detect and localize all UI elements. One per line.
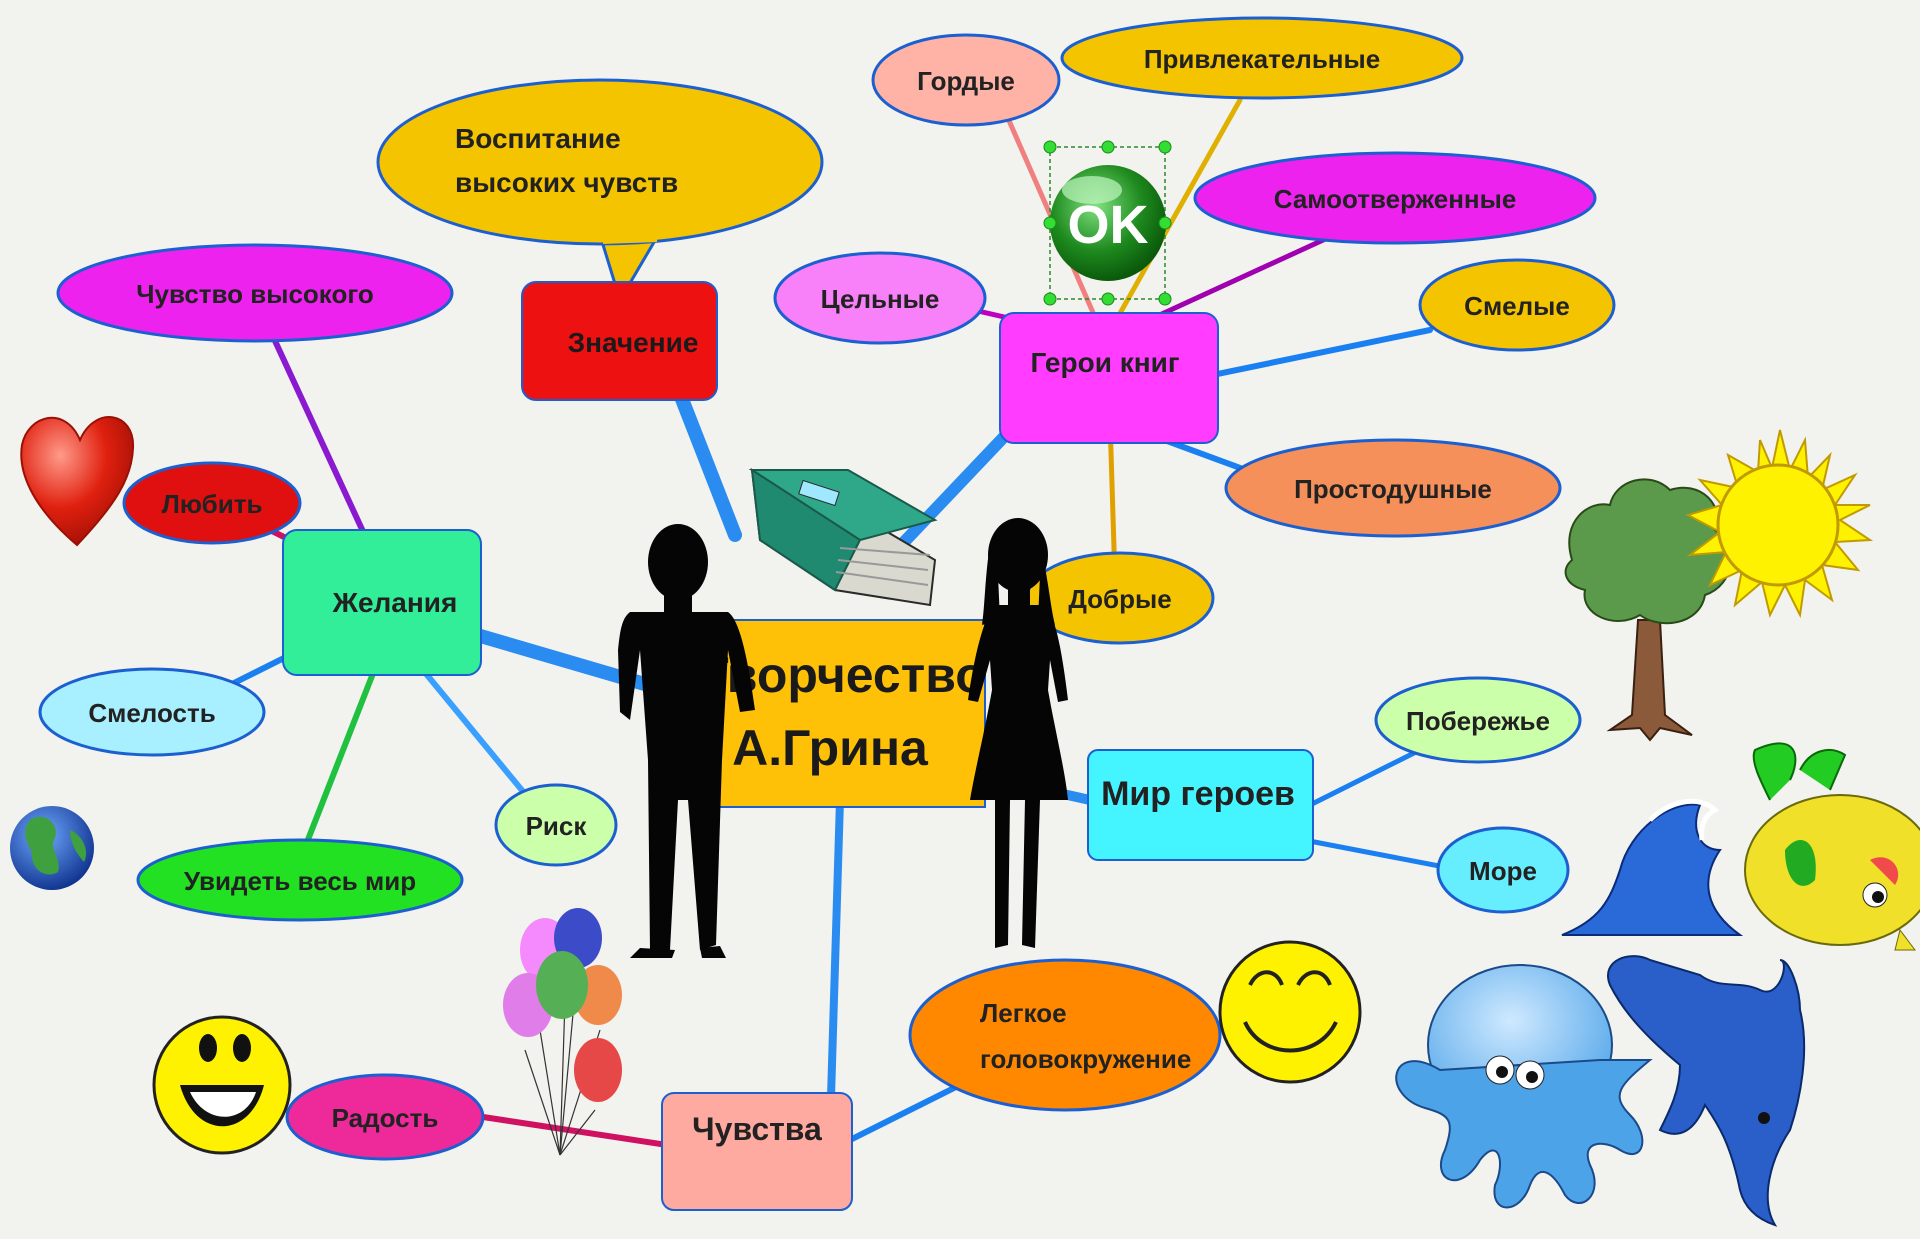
- node-center: Творчество А.Грина: [698, 619, 986, 808]
- label-upbringing-1: Воспитание: [455, 123, 621, 154]
- node-meaning: Значение: [521, 281, 718, 401]
- label-light-2: головокружение: [980, 1044, 1191, 1074]
- node-joy: Радость: [285, 1073, 485, 1161]
- wave-icon: [1561, 798, 1744, 936]
- smiley-icon-2: [1218, 940, 1362, 1084]
- label-simple-hearted: Простодушные: [1294, 474, 1492, 504]
- node-simple-hearted: Простодушные: [1224, 438, 1562, 538]
- woman-silhouette-icon: [968, 518, 1068, 948]
- octopus-icon: [1395, 964, 1653, 1209]
- label-proud: Гордые: [917, 66, 1015, 96]
- node-see-the-world: Увидеть весь мир: [136, 838, 464, 922]
- label-selfless: Самоотверженные: [1274, 184, 1517, 214]
- label-sea: Море: [1469, 856, 1537, 886]
- node-sense-of-lofty: Чувство высокого: [56, 243, 454, 343]
- node-proud: Гордые: [871, 33, 1061, 127]
- node-coast: Побережье: [1374, 676, 1582, 764]
- label-joy: Радость: [332, 1103, 439, 1133]
- label-see-the-world: Увидеть весь мир: [184, 866, 416, 896]
- node-heroes: Герои книг: [999, 312, 1219, 444]
- smiley-icon: [152, 1015, 292, 1155]
- label-upbringing-2: высоких чувств: [455, 167, 678, 198]
- ok-label: OK: [1068, 195, 1149, 255]
- node-attractive: Привлекательные: [1060, 16, 1464, 100]
- label-risk: Риск: [526, 811, 588, 841]
- node-brave: Смелые: [1418, 258, 1616, 352]
- node-risk: Риск: [494, 783, 618, 867]
- ok-button-icon[interactable]: OK: [1043, 140, 1172, 306]
- label-center-2: А.Грина: [732, 720, 929, 776]
- node-whole: Цельные: [773, 251, 987, 345]
- dolphin-icon: [1607, 955, 1806, 1227]
- fish-icon: [1744, 742, 1920, 951]
- man-silhouette-icon: [618, 524, 755, 958]
- label-whole: Цельные: [821, 284, 940, 314]
- node-upbringing: Воспитание высоких чувств: [376, 78, 824, 304]
- node-sea: Море: [1436, 826, 1570, 914]
- label-brave: Смелые: [1464, 291, 1570, 321]
- heart-icon: [20, 416, 135, 547]
- node-light-dizziness: Легкое головокружение: [908, 958, 1222, 1112]
- globe-icon: [10, 806, 94, 890]
- node-feelings: Чувства: [661, 1092, 853, 1211]
- label-kind: Добрые: [1068, 584, 1171, 614]
- balloons-icon: [503, 908, 622, 1156]
- label-coast: Побережье: [1406, 706, 1550, 736]
- label-love: Любить: [162, 489, 263, 519]
- label-attractive: Привлекательные: [1144, 44, 1380, 74]
- label-light-1: Легкое: [980, 998, 1067, 1028]
- label-heroes: Герои книг: [1030, 347, 1179, 378]
- node-courage: Смелость: [38, 667, 266, 757]
- node-love: Любить: [122, 461, 302, 545]
- label-meaning: Значение: [568, 327, 699, 358]
- label-feelings: Чувства: [692, 1111, 822, 1147]
- sun-icon: [1685, 429, 1874, 619]
- label-world: Мир героев: [1101, 775, 1295, 813]
- book-icon: [748, 468, 938, 607]
- node-selfless: Самоотверженные: [1193, 151, 1597, 245]
- node-desires: Желания: [282, 529, 482, 676]
- label-sense-of-lofty: Чувство высокого: [136, 279, 373, 309]
- node-world: Мир героев: [1087, 749, 1314, 861]
- node-kind: Добрые: [1025, 551, 1215, 645]
- label-desires: Желания: [332, 587, 458, 618]
- label-courage: Смелость: [88, 698, 215, 728]
